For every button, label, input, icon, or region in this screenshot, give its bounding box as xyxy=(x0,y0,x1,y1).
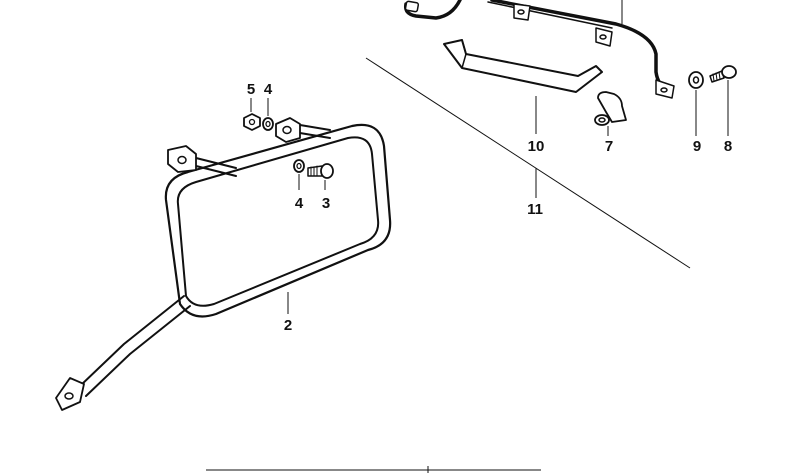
callout-7: 7 xyxy=(605,138,613,155)
part-8-bolt xyxy=(709,65,737,136)
callout-9: 9 xyxy=(693,138,701,155)
callout-2: 2 xyxy=(284,317,292,334)
callout-4-upper: 4 xyxy=(264,81,273,98)
part-9-washer xyxy=(688,71,704,136)
part-4-washer-lower xyxy=(293,159,305,190)
part-10-strap xyxy=(443,39,603,134)
callout-3: 3 xyxy=(322,195,330,212)
part-5-nut xyxy=(243,98,261,131)
callout-4-lower: 4 xyxy=(295,195,304,212)
part-7-clamp xyxy=(594,91,627,136)
bottom-border-fragment xyxy=(206,466,541,473)
callout-8: 8 xyxy=(724,138,732,155)
callout-5: 5 xyxy=(247,81,255,98)
part-11-divider xyxy=(365,57,691,269)
part-2-frame xyxy=(55,117,392,411)
callout-10: 10 xyxy=(528,138,545,155)
part-3-bolt xyxy=(307,163,334,190)
part-4-washer-upper xyxy=(262,98,274,131)
upper-bracket-rail xyxy=(403,0,675,99)
callout-11: 11 xyxy=(527,201,543,218)
